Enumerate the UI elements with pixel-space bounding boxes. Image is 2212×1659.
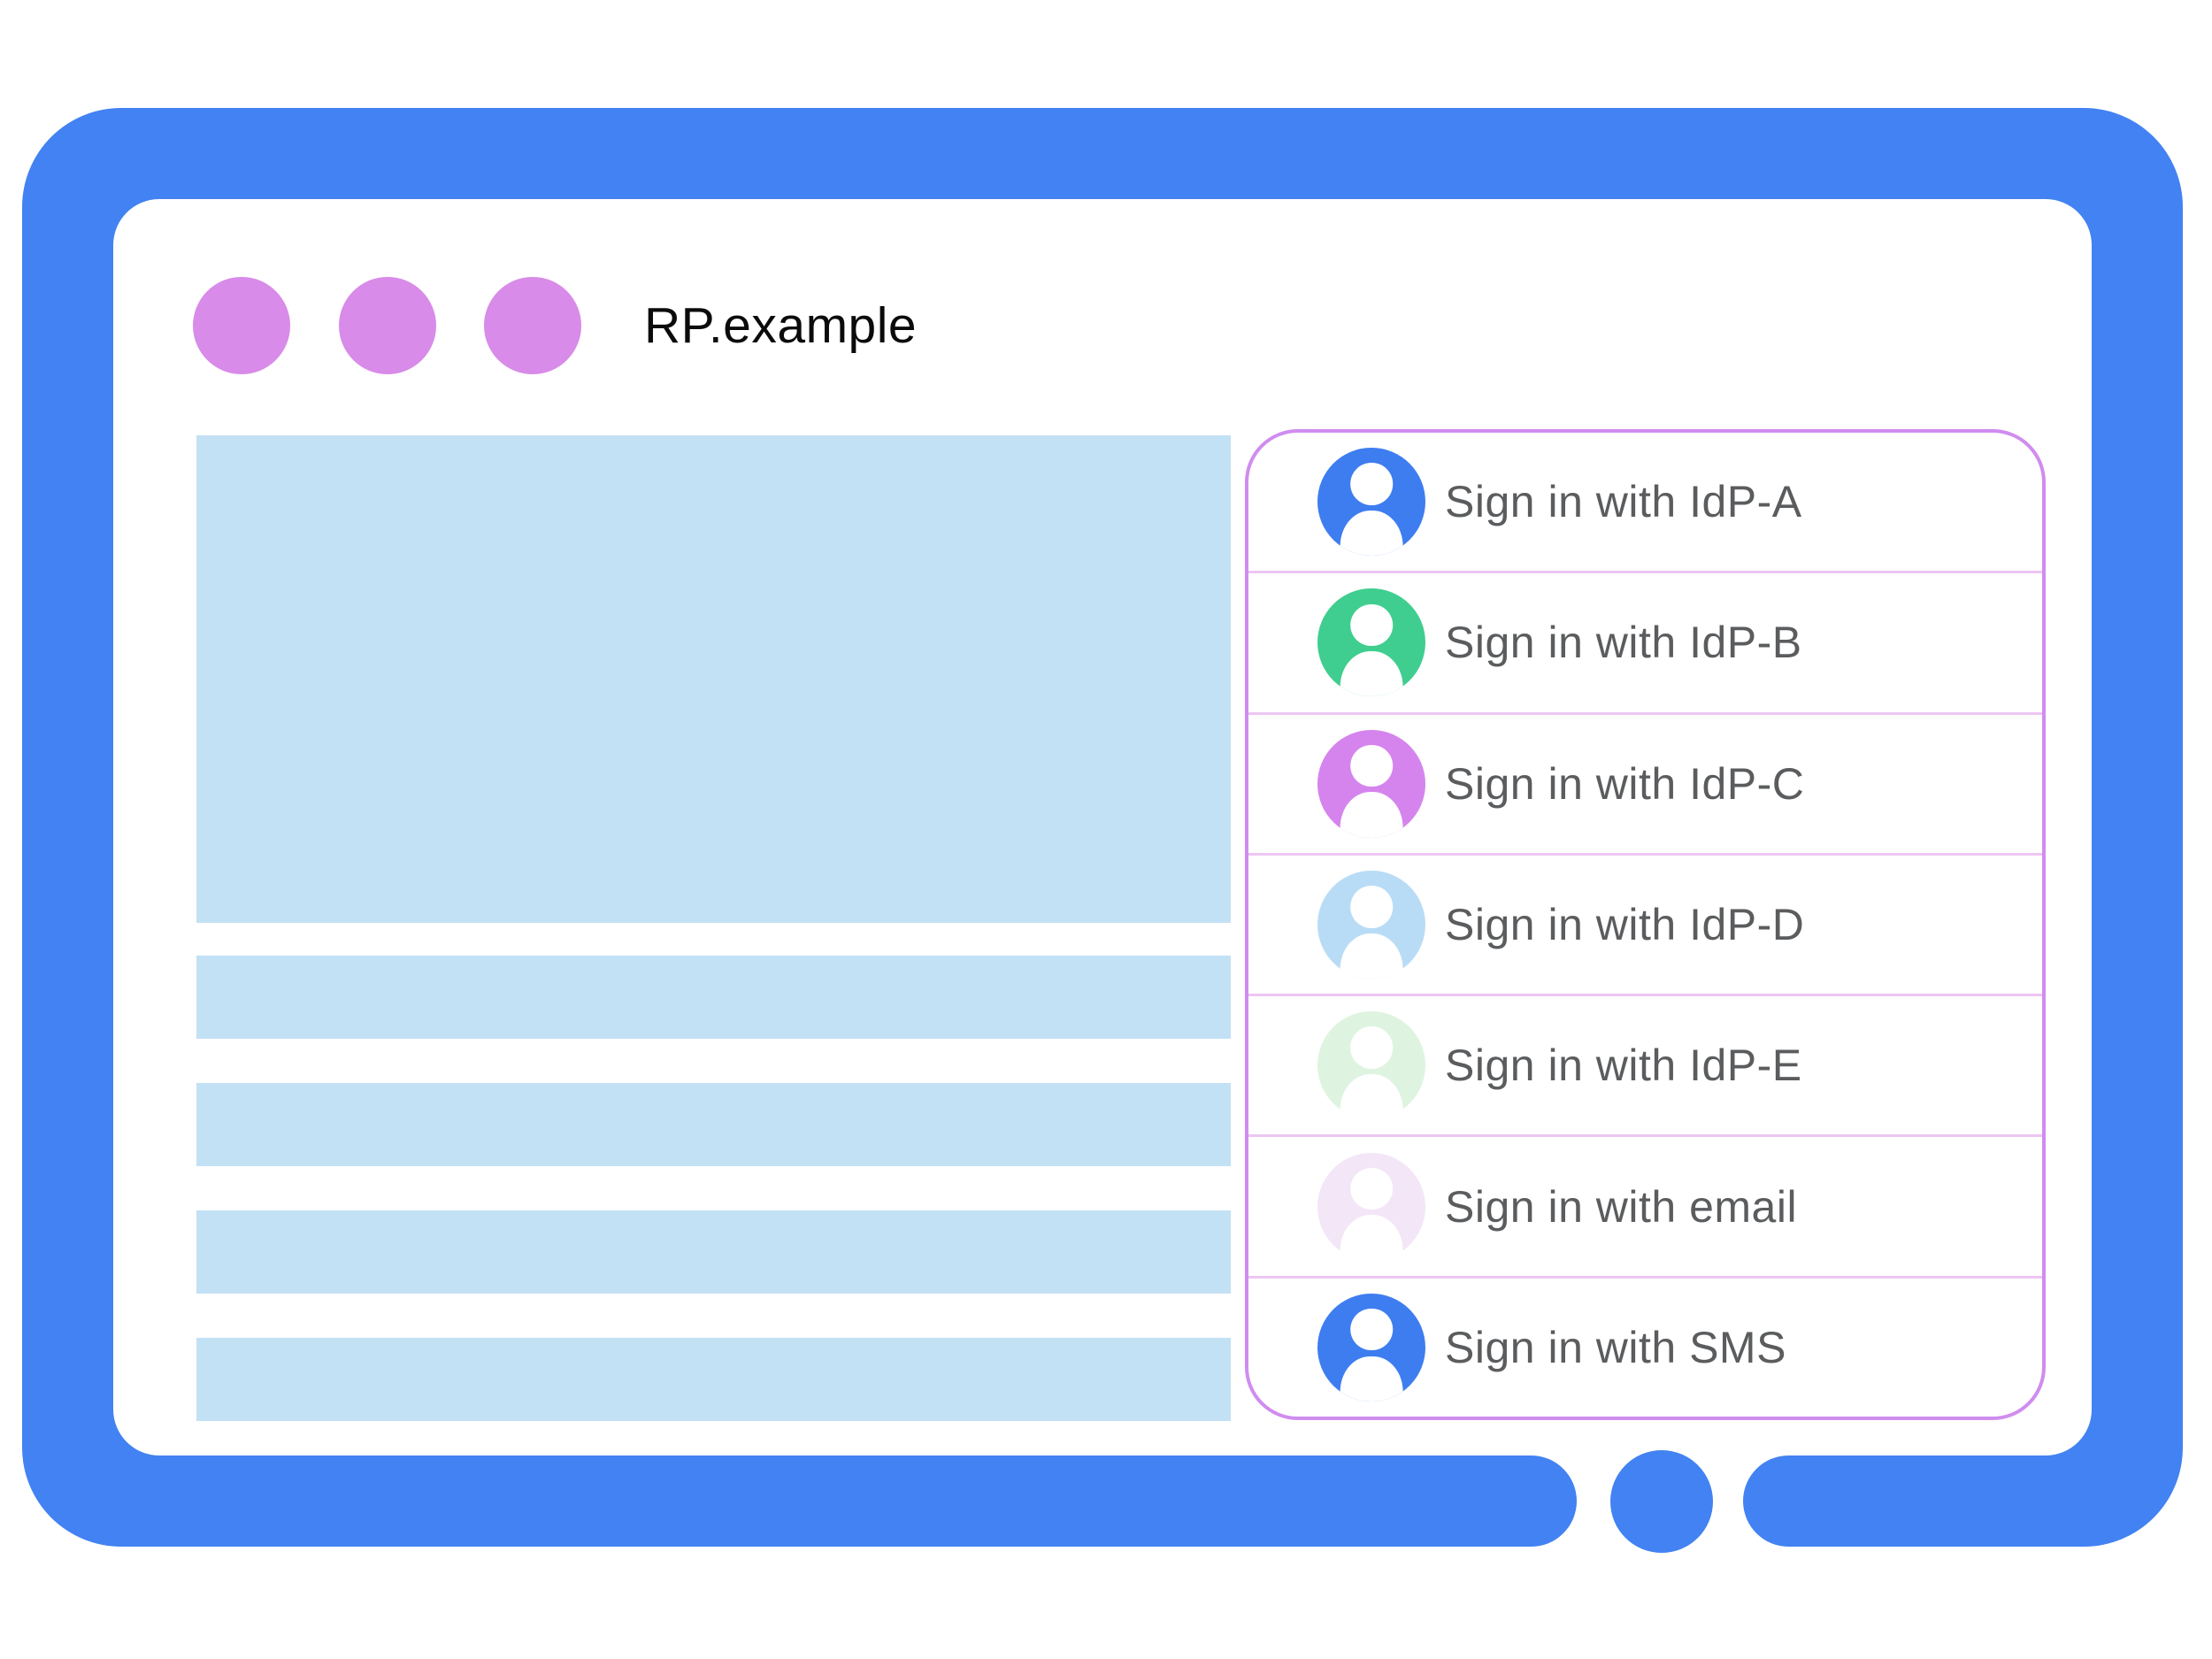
- window-control-dot-2: [339, 277, 436, 374]
- signin-option-idp-d[interactable]: Sign in with IdP-D: [1248, 852, 2042, 994]
- content-placeholder-line-2: [196, 1083, 1231, 1166]
- user-avatar-icon: [1317, 448, 1425, 557]
- signin-option-label: Sign in with email: [1445, 1181, 1798, 1232]
- signin-option-label: Sign in with SMS: [1445, 1322, 1786, 1372]
- content-placeholder-line-4: [196, 1338, 1231, 1421]
- content-placeholder-line-1: [196, 956, 1231, 1039]
- signin-option-label: Sign in with IdP-D: [1445, 899, 1805, 949]
- user-avatar-icon: [1317, 1152, 1425, 1261]
- signin-option-idp-e[interactable]: Sign in with IdP-E: [1248, 994, 2042, 1134]
- signin-option-label: Sign in with IdP-B: [1445, 618, 1802, 668]
- user-avatar-icon: [1317, 1293, 1425, 1402]
- user-avatar-icon: [1317, 870, 1425, 979]
- home-button-circle: [1610, 1450, 1713, 1553]
- user-avatar-icon: [1317, 588, 1425, 697]
- window-control-dot-3: [484, 277, 581, 374]
- window-control-dot-1: [193, 277, 290, 374]
- signin-option-idp-c[interactable]: Sign in with IdP-C: [1248, 711, 2042, 853]
- signin-option-idp-a[interactable]: Sign in with IdP-A: [1248, 433, 2042, 571]
- content-placeholder-line-3: [196, 1210, 1231, 1294]
- user-avatar-icon: [1317, 729, 1425, 838]
- signin-option-label: Sign in with IdP-C: [1445, 758, 1805, 809]
- signin-option-email[interactable]: Sign in with email: [1248, 1134, 2042, 1275]
- signin-option-sms[interactable]: Sign in with SMS: [1248, 1275, 2042, 1417]
- signin-chooser-panel: Sign in with IdP-A Sign in with IdP-B Si…: [1245, 429, 2046, 1420]
- signin-option-idp-b[interactable]: Sign in with IdP-B: [1248, 571, 2042, 711]
- page-title: RP.example: [644, 297, 918, 354]
- signin-option-label: Sign in with IdP-A: [1445, 477, 1802, 527]
- content-placeholder-block: [196, 435, 1231, 923]
- signin-option-label: Sign in with IdP-E: [1445, 1041, 1802, 1091]
- user-avatar-icon: [1317, 1011, 1425, 1120]
